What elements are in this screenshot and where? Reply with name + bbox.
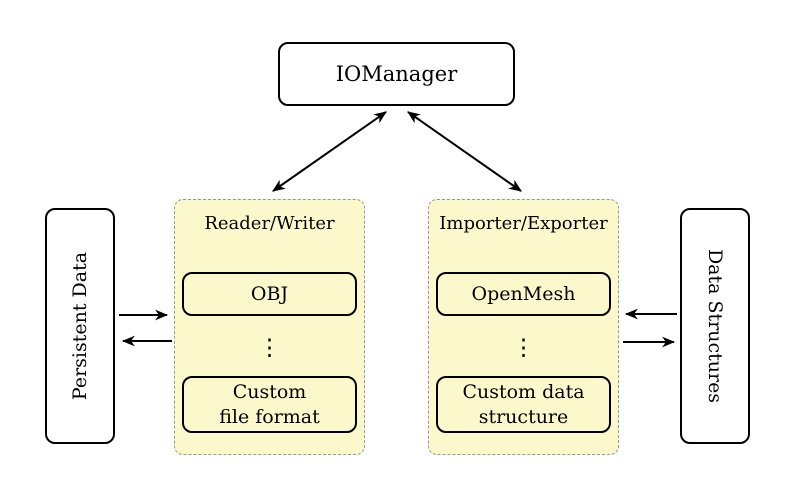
- obj-box: OBJ: [182, 272, 357, 316]
- openmesh-label: OpenMesh: [471, 282, 576, 305]
- importer-exporter-title: Importer/Exporter: [439, 213, 608, 234]
- importer-exporter-panel: Importer/Exporter OpenMesh ⋮ Custom data…: [428, 199, 619, 455]
- custom-data-structure-line1: Custom data: [462, 380, 585, 403]
- reader-writer-title: Reader/Writer: [204, 213, 335, 234]
- reader-writer-panel: Reader/Writer OBJ ⋮ Custom file format: [174, 199, 365, 455]
- persistent-data-box: Persistent Data: [45, 208, 115, 444]
- arrow-iomanager-readerwriter: [272, 111, 387, 192]
- custom-file-format-line2: file format: [219, 405, 320, 428]
- data-structures-box: Data Structures: [680, 208, 750, 444]
- openmesh-box: OpenMesh: [436, 272, 611, 316]
- persistent-data-label: Persistent Data: [69, 251, 91, 401]
- vertical-ellipsis-icon: ⋮: [258, 334, 281, 361]
- data-structures-label: Data Structures: [704, 248, 726, 404]
- custom-data-structure-line2: structure: [478, 405, 569, 428]
- arrow-iomanager-importerexporter: [407, 111, 522, 192]
- obj-label: OBJ: [250, 282, 289, 305]
- iomanager-label: IOManager: [335, 62, 458, 86]
- iomanager-box: IOManager: [278, 42, 515, 106]
- custom-file-format-box: Custom file format: [182, 376, 357, 433]
- custom-file-format-line1: Custom: [232, 380, 307, 403]
- vertical-ellipsis-icon: ⋮: [512, 334, 535, 361]
- custom-data-structure-box: Custom data structure: [436, 376, 611, 433]
